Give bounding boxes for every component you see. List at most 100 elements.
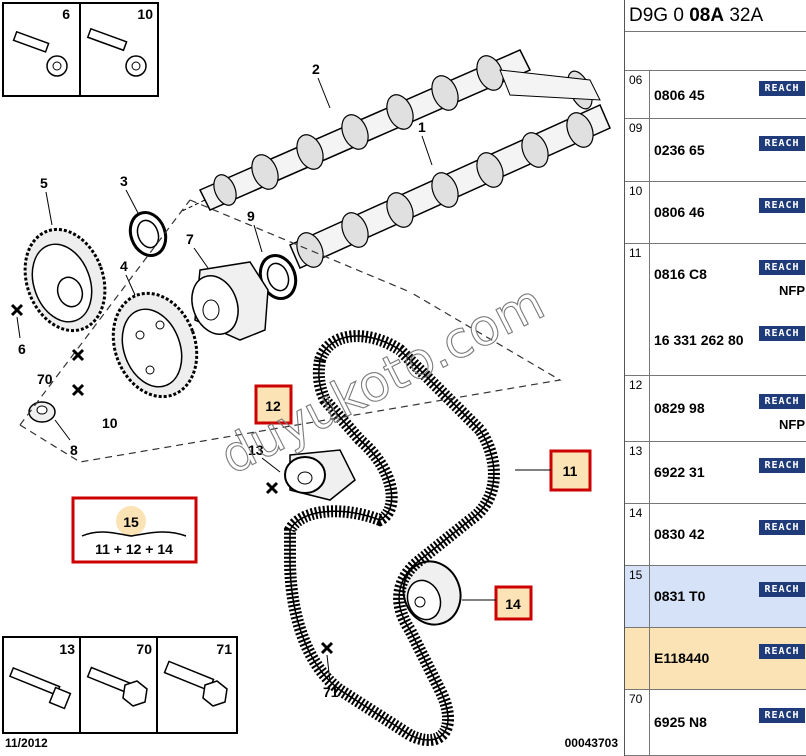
camshaft-2 [179,49,601,213]
bolt-70-icon [86,666,148,707]
reach-badge: REACH [759,458,805,473]
callout-13: 13 [248,442,264,458]
part-number: 0816 C8 [654,266,707,282]
diagram-canvas: 6 10 [2,2,619,750]
part-number: 0806 45 [654,87,705,103]
reach-badge: REACH [759,582,805,597]
bolt-13-icon [8,666,72,710]
bolt-marker-13 [265,481,279,495]
hub-7 [191,261,269,341]
row-index: 10 [625,182,650,243]
reach-badge: REACH [759,260,805,275]
callout-labels: 1 2 3 4 5 6 7 8 9 10 13 70 71 [18,61,433,700]
header-prefix: D9G 0 [629,5,690,26]
bolt-10-icon [86,27,147,77]
callout-10: 10 [102,415,118,431]
header-spacer [625,32,806,71]
inset-label-13: 13 [59,641,75,657]
inset-label-10: 10 [137,6,153,22]
callout-2: 2 [312,61,320,77]
seal-3 [128,211,168,257]
row-index: 14 [625,504,650,565]
highlight-12: 12 [254,384,293,425]
reach-badge: REACH [759,708,805,723]
nfp-flag: NFP [779,283,805,298]
callout-11: 11 [563,463,578,479]
reach-badge: REACH [759,81,805,96]
inset-top-bolts: 6 10 [2,2,159,97]
bolt-marker-70 [71,348,85,362]
part-number: 0829 98 [654,400,705,416]
part-number: 16 331 262 80 [654,332,744,348]
reach-badge: REACH [759,136,805,151]
bolt-marker-6 [10,303,24,339]
exploded-diagram: 6 10 [2,2,619,750]
callout-5: 5 [40,175,48,191]
inset-label-6: 6 [62,6,70,22]
reach-badge: REACH [759,520,805,535]
highlight-14: 14 [462,585,533,621]
row-index: 13 [625,442,650,503]
callout-6: 6 [18,341,26,357]
part-number: 0236 65 [654,142,705,158]
bolt-6-icon [12,30,68,77]
part-number: 6922 31 [654,464,705,480]
inset-bottom-bolts: 13 70 71 [2,636,238,734]
row-index: 15 [625,566,650,627]
bolt-71-icon [163,660,228,707]
callout-70: 70 [37,371,53,387]
parts-row[interactable]: E118440 REACH [625,628,806,690]
tensioner-13 [284,449,356,501]
row-index: 06 [625,71,650,118]
row-index: 70 [625,690,650,755]
highlight-11: 11 [515,449,592,492]
camshaft-1 [289,104,611,269]
row-index: 12 [625,376,650,441]
part-number: 0831 T0 [654,588,706,604]
reach-badge: REACH [759,644,805,659]
doc-number: 00043703 [565,736,619,750]
callout-9: 9 [247,208,255,224]
reach-badge: REACH [759,326,805,341]
kit-formula: 11 + 12 + 14 [95,541,173,557]
part-number: 6925 N8 [654,714,707,730]
nfp-flag: NFP [779,417,805,432]
sprocket-4 [111,291,199,399]
callout-3: 3 [120,173,128,189]
row-index: 11 [625,244,650,375]
reach-badge: REACH [759,394,805,409]
callout-8: 8 [70,442,78,458]
idler-14 [402,560,462,626]
part-number: E118440 [654,650,710,666]
callout-14: 14 [505,596,521,612]
part-number: 0806 46 [654,204,705,220]
diagram-date: 11/2012 [5,736,48,750]
kit-number: 15 [123,514,139,530]
row-index [625,628,650,689]
timing-belt-11 [284,330,500,746]
callout-1: 1 [418,119,426,135]
sprocket-5 [23,227,107,333]
row-index: 09 [625,119,650,181]
washer-8 [28,401,56,423]
header-suffix: 32A [724,5,764,26]
callout-7: 7 [186,231,194,247]
engine-code-header: D9G 0 08A 32A [625,0,806,32]
header-bold: 08A [689,5,725,26]
inset-label-70: 70 [136,641,152,657]
inset-label-71: 71 [216,641,232,657]
callout-71: 71 [323,684,339,700]
kit-box-15: 15 11 + 12 + 14 [71,496,198,564]
callout-4: 4 [120,258,128,274]
callout-12: 12 [265,398,281,414]
bolt-marker-71 [320,641,334,683]
